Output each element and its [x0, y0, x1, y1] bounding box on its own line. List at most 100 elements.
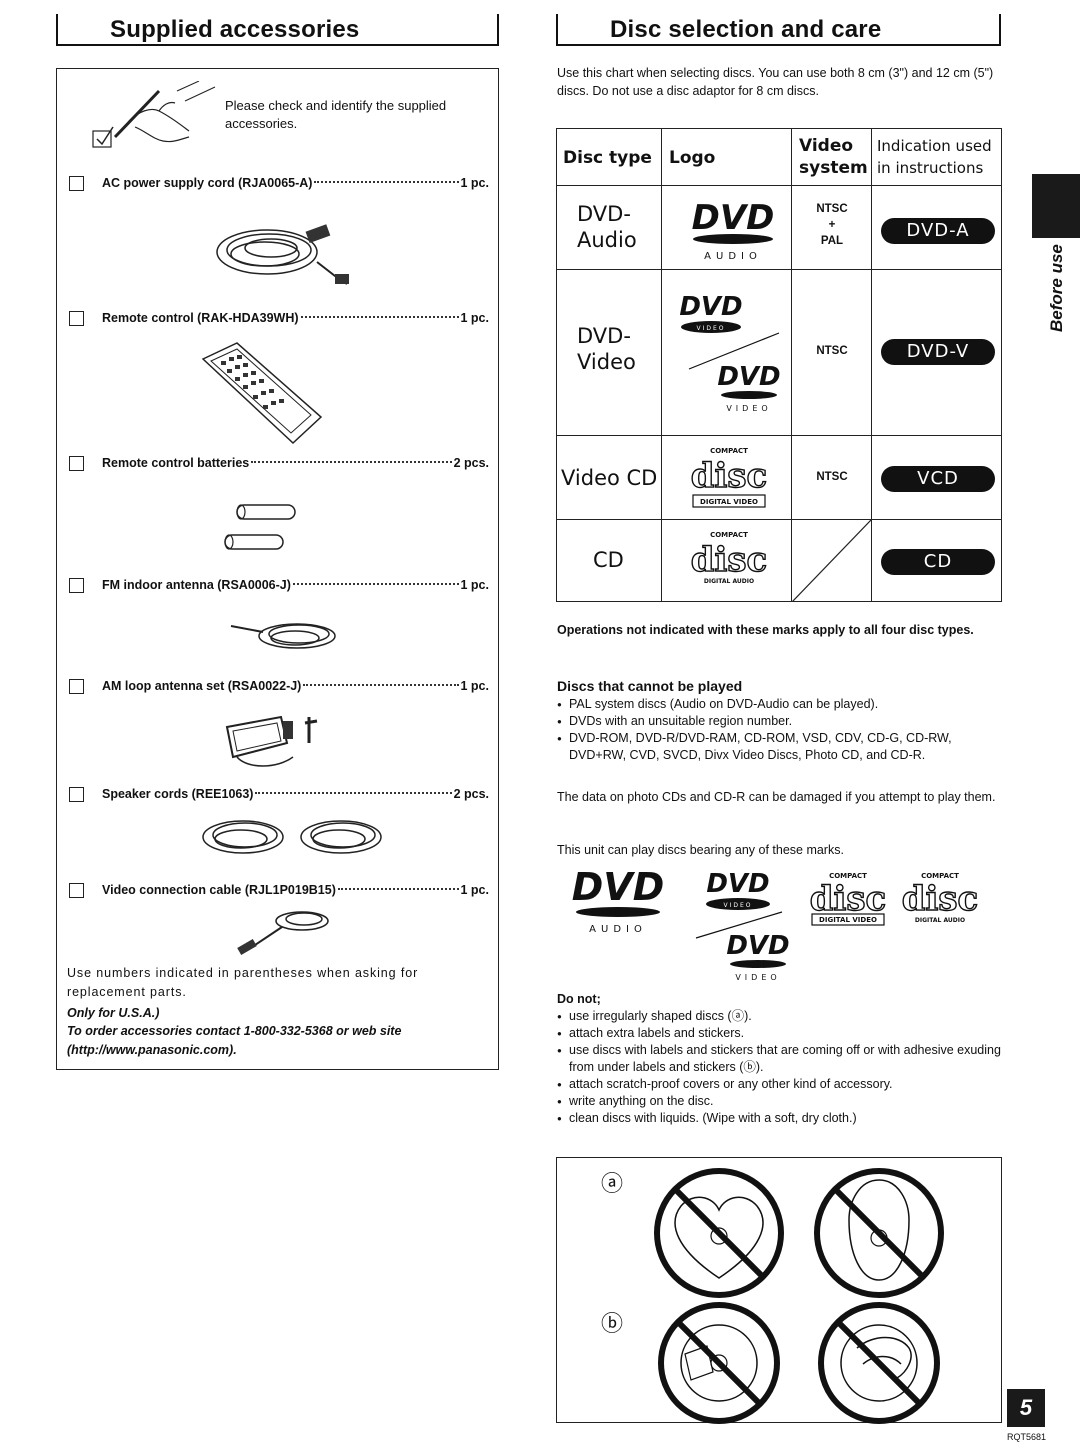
disc-type-video-cd: Video CD [561, 466, 658, 490]
system-pal: PAL [820, 235, 844, 247]
accessory-label: AC power supply cord (RJA0065-A) [102, 176, 313, 190]
header-disc-type: Disc type [563, 148, 652, 168]
badge-dvd-v: DVD-V [881, 339, 995, 365]
header-video-system: Video system [799, 136, 868, 178]
list-item: use irregularly shaped discs (ⓐ). [557, 1008, 1002, 1025]
do-not-heading: Do not; [557, 992, 601, 1006]
accessory-label: Remote control (RAK-HDA39WH) [102, 311, 299, 325]
list-item: clean discs with liquids. (Wipe with a s… [557, 1110, 1002, 1127]
ac-cord-illustration [216, 224, 349, 285]
usa-note: Only for U.S.A.) [67, 1006, 160, 1020]
accessory-qty: 2 pcs. [453, 787, 489, 801]
checkbox[interactable] [69, 786, 84, 802]
speaker-cords-illustration [202, 820, 382, 854]
sticker-disc-prohibited-icon [818, 1302, 940, 1424]
disc-type-dvd-audio: DVD- Audio [577, 202, 637, 252]
fm-antenna-illustration [230, 623, 336, 649]
accessory-qty: 2 pcs. [453, 456, 489, 470]
checkbox[interactable] [69, 310, 84, 326]
list-item: PAL system discs (Audio on DVD-Audio can… [557, 696, 1002, 713]
logo-compact-text: COMPACT [921, 872, 959, 880]
system-plus: + [828, 219, 836, 231]
system-ntsc: NTSC [816, 203, 848, 215]
checkbox[interactable] [69, 455, 84, 471]
logo-video-text: VIDEO [735, 973, 780, 982]
logo-digital-audio-text: DIGITAL AUDIO [915, 917, 965, 924]
video-cd-logo: COMPACT disc DIGITAL VIDEO [690, 447, 768, 508]
batteries-illustration [224, 504, 296, 550]
system-ntsc: NTSC [816, 345, 848, 357]
label-a: ⓐ [601, 1172, 624, 1197]
logo-digital-audio-text: DIGITAL AUDIO [704, 578, 754, 585]
logo-digital-video-text: DIGITAL VIDEO [700, 498, 758, 506]
cannot-play-list: PAL system discs (Audio on DVD-Audio can… [557, 696, 1002, 764]
accessory-label: FM indoor antenna (RSA0006-J) [102, 578, 291, 592]
bad-disc-examples-box: ⓐ ⓑ [556, 1157, 1002, 1424]
side-section-label: Before use [1047, 244, 1066, 332]
logo-dvd-text: DVD [679, 292, 742, 322]
accessory-speaker-cords: Speaker cords (REE1063) 2 pcs. [69, 785, 489, 803]
list-item: use discs with labels and stickers that … [557, 1042, 1002, 1076]
logo-dvd-text: DVD [706, 869, 769, 899]
badge-cd: CD [881, 549, 995, 575]
dvd-audio-logo: DVD AUDIO [692, 198, 775, 262]
checkbox[interactable] [69, 678, 84, 694]
remote-control-illustration [201, 342, 323, 445]
badge-dvd-a: DVD-A [881, 218, 995, 244]
accessory-fm-antenna: FM indoor antenna (RSA0006-J) 1 pc. [69, 576, 489, 594]
header-logo: Logo [669, 148, 716, 168]
cannot-play-heading: Discs that cannot be played [557, 678, 743, 694]
accessory-qty: 1 pc. [460, 311, 490, 325]
check-instruction: Please check and identify the supplied a… [225, 98, 447, 131]
irregular-disc-prohibited-icon [814, 1168, 944, 1298]
replacement-parts-note: Use numbers indicated in parentheses whe… [67, 966, 419, 999]
logo-compact-text: COMPACT [829, 872, 867, 880]
label-disc-prohibited-icon [658, 1302, 780, 1424]
operations-note: Operations not indicated with these mark… [557, 623, 974, 637]
document-code: RQT5681 [1007, 1432, 1047, 1442]
accessory-remote-control: Remote control (RAK-HDA39WH) 1 pc. [69, 309, 489, 327]
logo-video-text: VIDEO [726, 404, 771, 413]
am-antenna-illustration [225, 715, 318, 767]
checking-hand-illustration [92, 81, 216, 148]
section-title-supplied-accessories: Supplied accessories [56, 14, 499, 46]
section-tab-marker [1032, 174, 1080, 238]
accessory-qty: 1 pc. [460, 679, 490, 693]
list-item: attach scratch-proof covers or any other… [557, 1076, 1002, 1093]
logo-video-band-text: VIDEO [723, 902, 752, 909]
logo-disc-text: disc [691, 540, 768, 580]
logo-video-band-text: VIDEO [696, 325, 725, 332]
logo-dvd-text: DVD [692, 198, 775, 238]
badge-vcd: VCD [881, 466, 995, 492]
accessory-am-antenna: AM loop antenna set (RSA0022-J) 1 pc. [69, 677, 489, 695]
checkbox[interactable] [69, 882, 84, 898]
disc-type-dvd-video: DVD- Video [577, 324, 636, 374]
list-item: DVD-ROM, DVD-R/DVD-RAM, CD-ROM, VSD, CDV… [557, 730, 1002, 764]
accessory-qty: 1 pc. [460, 176, 490, 190]
checkbox[interactable] [69, 175, 84, 191]
playable-marks-note: This unit can play discs bearing any of … [557, 843, 844, 857]
logo-audio-text: AUDIO [589, 924, 647, 935]
section-title-text: Supplied accessories [110, 16, 360, 43]
logo-disc-text: disc [810, 879, 887, 919]
logo-dvd-text: DVD [572, 866, 665, 909]
logo-compact-text: COMPACT [710, 531, 748, 539]
section-title-text: Disc selection and care [610, 16, 882, 43]
accessory-label: AM loop antenna set (RSA0022-J) [102, 679, 302, 693]
checkbox[interactable] [69, 577, 84, 593]
accessory-qty: 1 pc. [460, 883, 490, 897]
photo-cd-note: The data on photo CDs and CD-R can be da… [557, 790, 996, 804]
logo-disc-text: disc [691, 456, 768, 496]
logo-dvd-text-2: DVD [717, 362, 780, 392]
header-indication: Indication used in instructions [877, 137, 992, 177]
list-item: DVDs with an unsuitable region number. [557, 713, 1002, 730]
logo-disc-text: disc [902, 879, 979, 919]
accessory-batteries: Remote control batteries 2 pcs. [69, 454, 489, 472]
disc-type-cd: CD [593, 548, 624, 572]
logo-audio-text: AUDIO [704, 251, 762, 262]
disc-chart-intro: Use this chart when selecting discs. You… [557, 66, 994, 98]
dvd-video-logo: DVD VIDEO DVD VIDEO [679, 292, 780, 413]
cd-logo: COMPACT disc DIGITAL AUDIO [690, 531, 768, 585]
no-system-slash [792, 520, 871, 602]
side-label-text: Before use [1047, 244, 1066, 332]
